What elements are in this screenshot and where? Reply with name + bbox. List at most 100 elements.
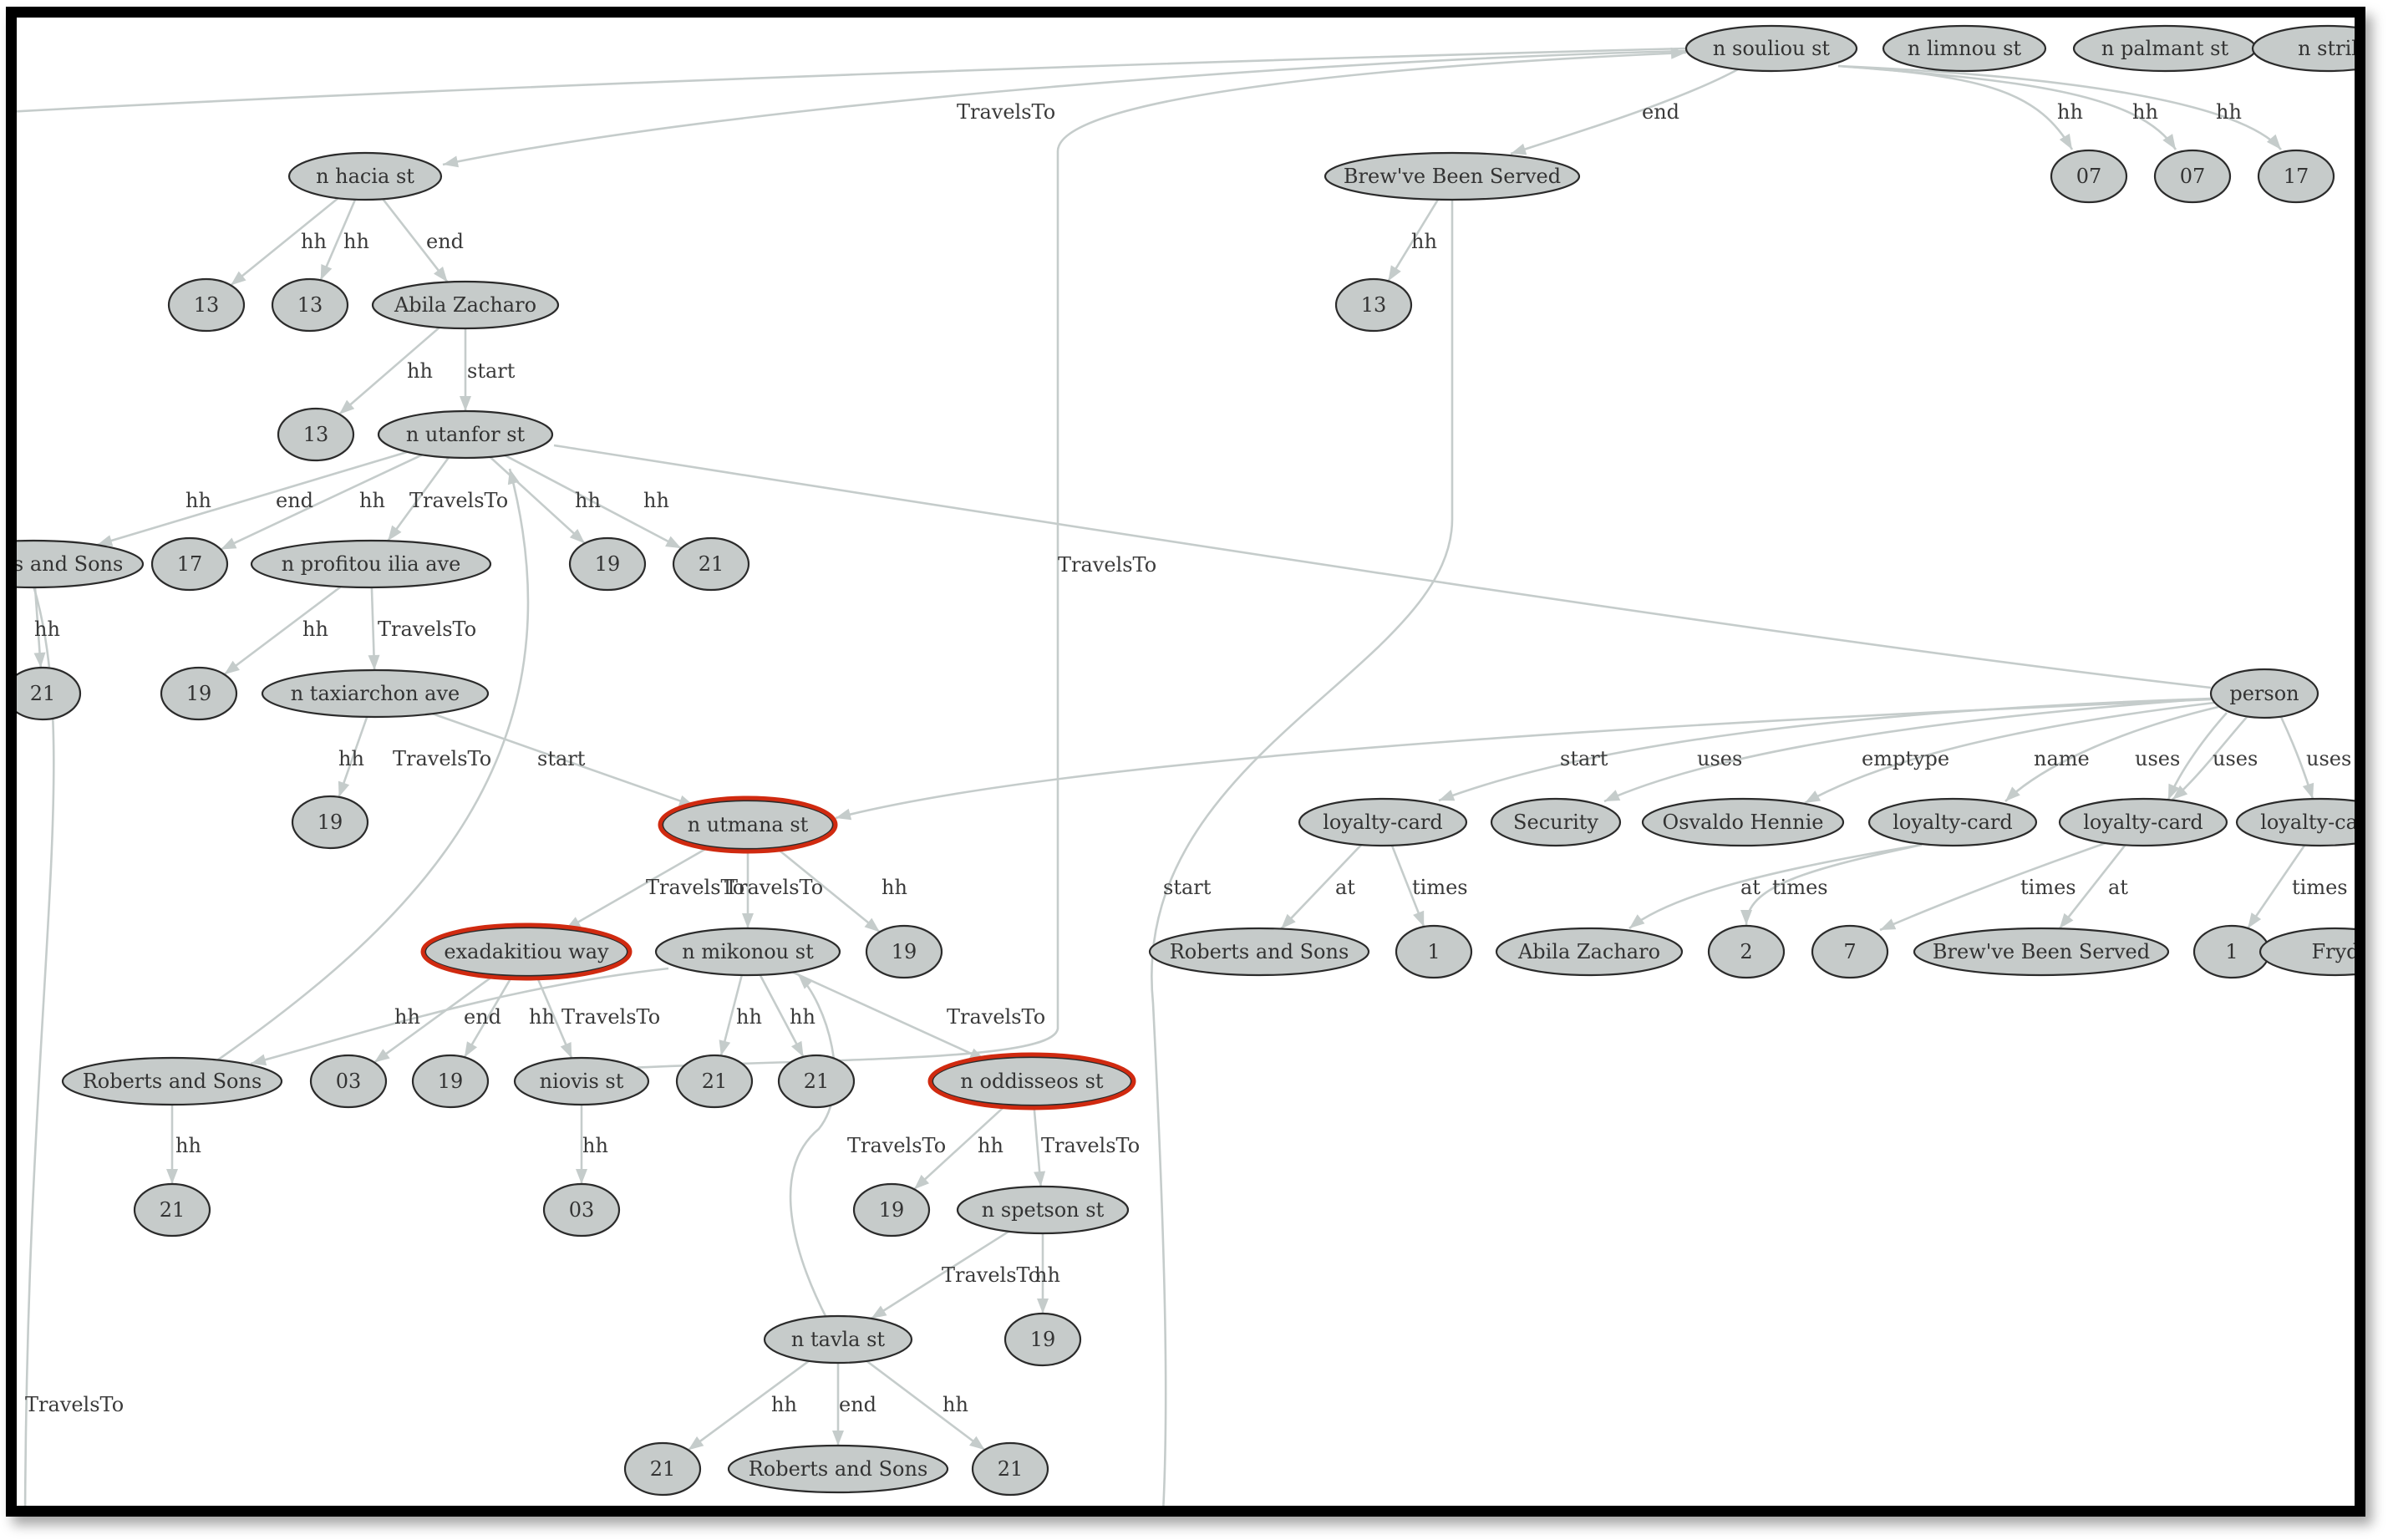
graph-node[interactable]: Osvaldo Hennie — [1641, 797, 1845, 847]
graph-node[interactable]: n profitou ilia ave — [250, 539, 492, 589]
graph-node[interactable]: 1 — [2192, 924, 2271, 979]
graph-node[interactable]: 17 — [150, 536, 229, 592]
graph-node[interactable]: loyalty-card — [1298, 797, 1468, 847]
node-shape[interactable] — [1003, 1312, 1082, 1367]
node-shape[interactable] — [2257, 149, 2335, 204]
graph-node[interactable]: n utanfor st — [377, 409, 554, 460]
graph-node[interactable]: n mikonou st — [654, 927, 841, 977]
node-shape[interactable] — [1395, 924, 1473, 979]
node-shape[interactable] — [1707, 924, 1786, 979]
node-shape[interactable] — [542, 1182, 621, 1238]
node-shape[interactable] — [623, 1441, 702, 1497]
graph-node[interactable]: 13 — [167, 277, 246, 333]
graph-node[interactable]: 19 — [160, 666, 238, 721]
graph-node[interactable]: 03 — [309, 1054, 388, 1109]
graph-node[interactable]: exadakitiou way — [420, 922, 633, 981]
graph-node[interactable]: 19 — [411, 1054, 490, 1109]
node-shape[interactable] — [133, 1182, 211, 1238]
node-shape[interactable] — [309, 1054, 388, 1109]
graph-node[interactable]: 7 — [1811, 924, 1889, 979]
graph-node[interactable]: n utmana st — [658, 795, 838, 854]
graph-node[interactable]: niovis st — [513, 1056, 650, 1106]
node-shape[interactable] — [287, 151, 443, 201]
node-shape[interactable] — [2235, 797, 2365, 847]
node-shape[interactable] — [956, 1185, 1130, 1235]
node-shape[interactable] — [1495, 927, 1684, 977]
node-shape[interactable] — [931, 1055, 1133, 1107]
node-shape[interactable] — [1811, 924, 1889, 979]
node-shape[interactable] — [371, 280, 560, 330]
node-shape[interactable] — [250, 539, 492, 589]
node-shape[interactable] — [6, 666, 82, 721]
node-shape[interactable] — [852, 1182, 931, 1238]
graph-node[interactable]: 03 — [542, 1182, 621, 1238]
graph-node[interactable]: n taxiarchon ave — [261, 668, 490, 719]
node-shape[interactable] — [261, 668, 490, 719]
node-shape[interactable] — [654, 927, 841, 977]
node-shape[interactable] — [150, 536, 229, 592]
node-shape[interactable] — [513, 1056, 650, 1106]
node-shape[interactable] — [2209, 668, 2319, 719]
node-shape[interactable] — [1641, 797, 1845, 847]
graph-node[interactable]: Roberts and Sons — [61, 1056, 283, 1106]
node-shape[interactable] — [777, 1054, 856, 1109]
node-shape[interactable] — [1324, 151, 1581, 201]
graph-node[interactable]: 21 — [133, 1182, 211, 1238]
node-shape[interactable] — [1490, 797, 1622, 847]
graph-node[interactable]: loyalty-card — [2058, 797, 2228, 847]
node-shape[interactable] — [661, 799, 835, 851]
node-shape[interactable] — [2153, 149, 2232, 204]
node-shape[interactable] — [675, 1054, 754, 1109]
graph-node[interactable]: 13 — [277, 407, 355, 462]
graph-node[interactable]: loyalty-card — [1867, 797, 2038, 847]
node-shape[interactable] — [167, 277, 246, 333]
node-shape[interactable] — [2251, 24, 2365, 73]
graph-node[interactable]: Fryd — [2258, 927, 2365, 977]
graph-node[interactable]: 19 — [568, 536, 647, 592]
node-shape[interactable] — [1148, 927, 1370, 977]
graph-node[interactable]: 19 — [291, 795, 369, 850]
graph-node[interactable]: n stril — [2251, 24, 2365, 73]
node-shape[interactable] — [727, 1444, 949, 1494]
graph-node[interactable]: 07 — [2050, 149, 2128, 204]
node-shape[interactable] — [61, 1056, 283, 1106]
graph-node[interactable]: person — [2209, 668, 2319, 719]
node-shape[interactable] — [1684, 24, 1858, 73]
graph-node[interactable]: n hacia st — [287, 151, 443, 201]
graph-node[interactable]: 07 — [2153, 149, 2232, 204]
node-shape[interactable] — [271, 277, 349, 333]
graph-node[interactable]: 21 — [6, 666, 82, 721]
graph-node[interactable]: 2 — [1707, 924, 1786, 979]
node-shape[interactable] — [291, 795, 369, 850]
graph-node[interactable]: 21 — [971, 1441, 1049, 1497]
graph-node[interactable]: Brew've Been Served — [1324, 151, 1581, 201]
graph-node[interactable]: Security — [1490, 797, 1622, 847]
node-shape[interactable] — [277, 407, 355, 462]
graph-node[interactable]: Roberts and Sons — [727, 1444, 949, 1494]
node-shape[interactable] — [411, 1054, 490, 1109]
graph-node[interactable]: n spetson st — [956, 1185, 1130, 1235]
graph-node[interactable]: Roberts and Sons — [1148, 927, 1370, 977]
graph-node[interactable]: n tavla st — [763, 1314, 913, 1365]
node-shape[interactable] — [1334, 277, 1413, 333]
graph-node[interactable]: loyalty-card — [2235, 797, 2365, 847]
graph-node[interactable]: 19 — [1003, 1312, 1082, 1367]
node-shape[interactable] — [763, 1314, 913, 1365]
graph-node[interactable]: 21 — [623, 1441, 702, 1497]
node-shape[interactable] — [1867, 797, 2038, 847]
node-shape[interactable] — [1913, 927, 2170, 977]
graph-node[interactable]: 19 — [865, 924, 943, 979]
node-shape[interactable] — [2058, 797, 2228, 847]
node-shape[interactable] — [1298, 797, 1468, 847]
node-shape[interactable] — [2050, 149, 2128, 204]
graph-node[interactable]: 1 — [1395, 924, 1473, 979]
graph-node[interactable]: 21 — [675, 1054, 754, 1109]
graph-node[interactable]: n souliou st — [1684, 24, 1858, 73]
node-shape[interactable] — [1882, 24, 2047, 73]
node-shape[interactable] — [2258, 927, 2365, 977]
node-shape[interactable] — [424, 926, 629, 978]
graph-node[interactable]: n palmant st — [2072, 24, 2258, 73]
graph-node[interactable]: 17 — [2257, 149, 2335, 204]
node-shape[interactable] — [865, 924, 943, 979]
